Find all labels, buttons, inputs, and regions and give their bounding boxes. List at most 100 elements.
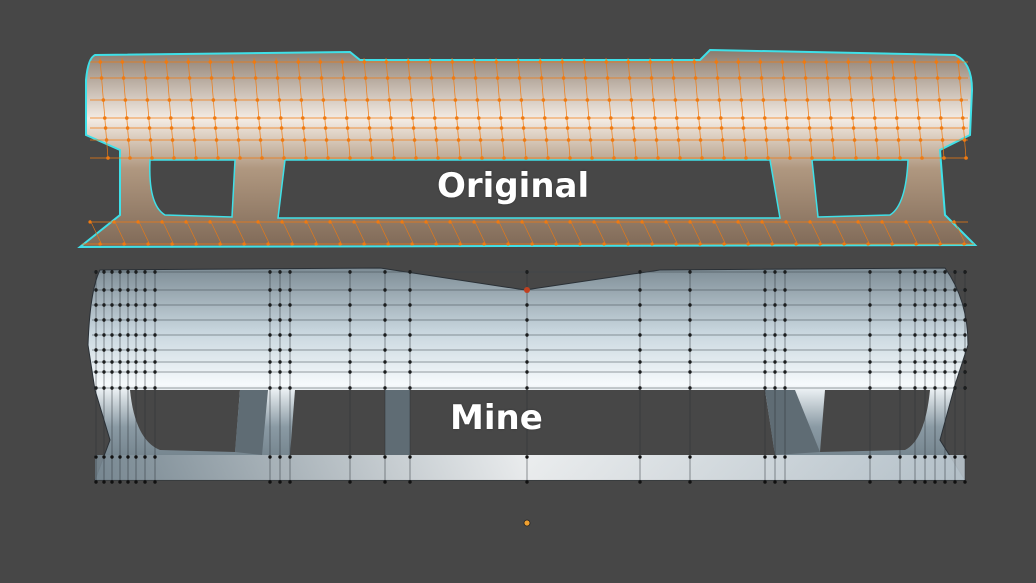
mesh-vertex [94,455,98,459]
mesh-edge [473,219,487,246]
label-mine: Mine [450,398,543,438]
mesh-vertex [288,480,292,484]
mesh-edge [497,219,511,246]
mesh-edge [257,219,271,246]
mesh-edge [761,219,775,246]
wireframe-overlay [82,57,974,246]
mesh-vertex [278,480,282,484]
mesh-vertex [348,455,352,459]
mesh-vertex [102,480,106,484]
mesh-edge [401,219,415,246]
mesh-vertex [638,480,642,484]
mesh-vertex [383,455,387,459]
mesh-vertex [933,480,937,484]
mesh-vertex [943,455,947,459]
mesh-vertex [102,455,106,459]
mesh-edge [209,219,223,246]
mesh-edge [137,219,151,246]
mesh-vertex [126,455,130,459]
mesh-vertex [110,480,114,484]
mesh-vertex [688,480,692,484]
mesh-edge [185,219,199,246]
mesh-edge [113,219,127,246]
mesh-edge [233,219,247,246]
mesh-vertex [688,455,692,459]
mesh-edge [377,219,391,246]
mesh-vertex [923,455,927,459]
mesh-vertex [868,455,872,459]
mesh-vertex [773,455,777,459]
mesh-vertex [143,480,147,484]
mesh-vertex [268,480,272,484]
mesh-vertex [953,480,957,484]
mesh-edge [713,219,727,246]
mesh-vertex [783,480,787,484]
mesh-edge [641,219,655,246]
mesh-vertex [898,480,902,484]
selected-vertex[interactable] [524,287,530,293]
mesh-vertex [94,480,98,484]
mesh-vertex [110,455,114,459]
mesh-vertex [408,455,412,459]
mesh-edge [833,219,847,246]
mesh-vertex [268,455,272,459]
mesh-edge [689,219,703,246]
mesh-edge [929,219,943,246]
mesh-edge [569,219,583,246]
mesh-edge [809,219,823,246]
mesh-edge [545,219,559,246]
mesh-vertex [933,455,937,459]
mesh-edge [953,219,967,246]
mesh-edge [521,219,535,246]
mesh-vertex [288,455,292,459]
mesh-vertex [153,480,157,484]
mesh-vertex [525,480,529,484]
mesh-vertex [868,480,872,484]
origin-point-icon[interactable] [523,519,531,527]
mesh-vertex [126,480,130,484]
mesh-vertex [134,480,138,484]
mesh-vertex [153,455,157,459]
mesh-vertex [913,480,917,484]
mesh-vertex [348,480,352,484]
mesh-edge [305,219,319,246]
mesh-edge [905,219,919,246]
mesh-vertex [143,455,147,459]
mesh-edge [857,219,871,246]
mesh-edge [665,219,679,246]
mesh-edge [161,219,175,246]
mesh-vertex [118,480,122,484]
mesh-vertex [773,480,777,484]
mesh-edge [353,219,367,246]
mesh-vertex [923,480,927,484]
label-original: Original [437,166,590,206]
mesh-vertex [525,455,529,459]
mesh-edge [449,219,463,246]
mesh-edge [329,219,343,246]
mesh-edge [281,219,295,246]
mesh-edge [425,219,439,246]
mesh-vertex [953,455,957,459]
mesh-edge [89,219,103,246]
mesh-edge [617,219,631,246]
mesh-vertex [898,455,902,459]
mesh-edge [881,219,895,246]
mesh-vertex [913,455,917,459]
mesh-vertex [963,480,967,484]
original-mesh[interactable] [77,48,978,249]
mesh-vertex [943,480,947,484]
mesh-vertex [278,455,282,459]
mine-edges [92,270,967,484]
mesh-vertex [638,455,642,459]
mesh-vertex [963,455,967,459]
mesh-vertex [383,480,387,484]
mesh-vertex [783,455,787,459]
mesh-vertex [134,455,138,459]
mine-mesh[interactable] [87,267,969,484]
mesh-edge [785,219,799,246]
mesh-vertex [763,455,767,459]
mesh-vertex [763,480,767,484]
mesh-edge [593,219,607,246]
